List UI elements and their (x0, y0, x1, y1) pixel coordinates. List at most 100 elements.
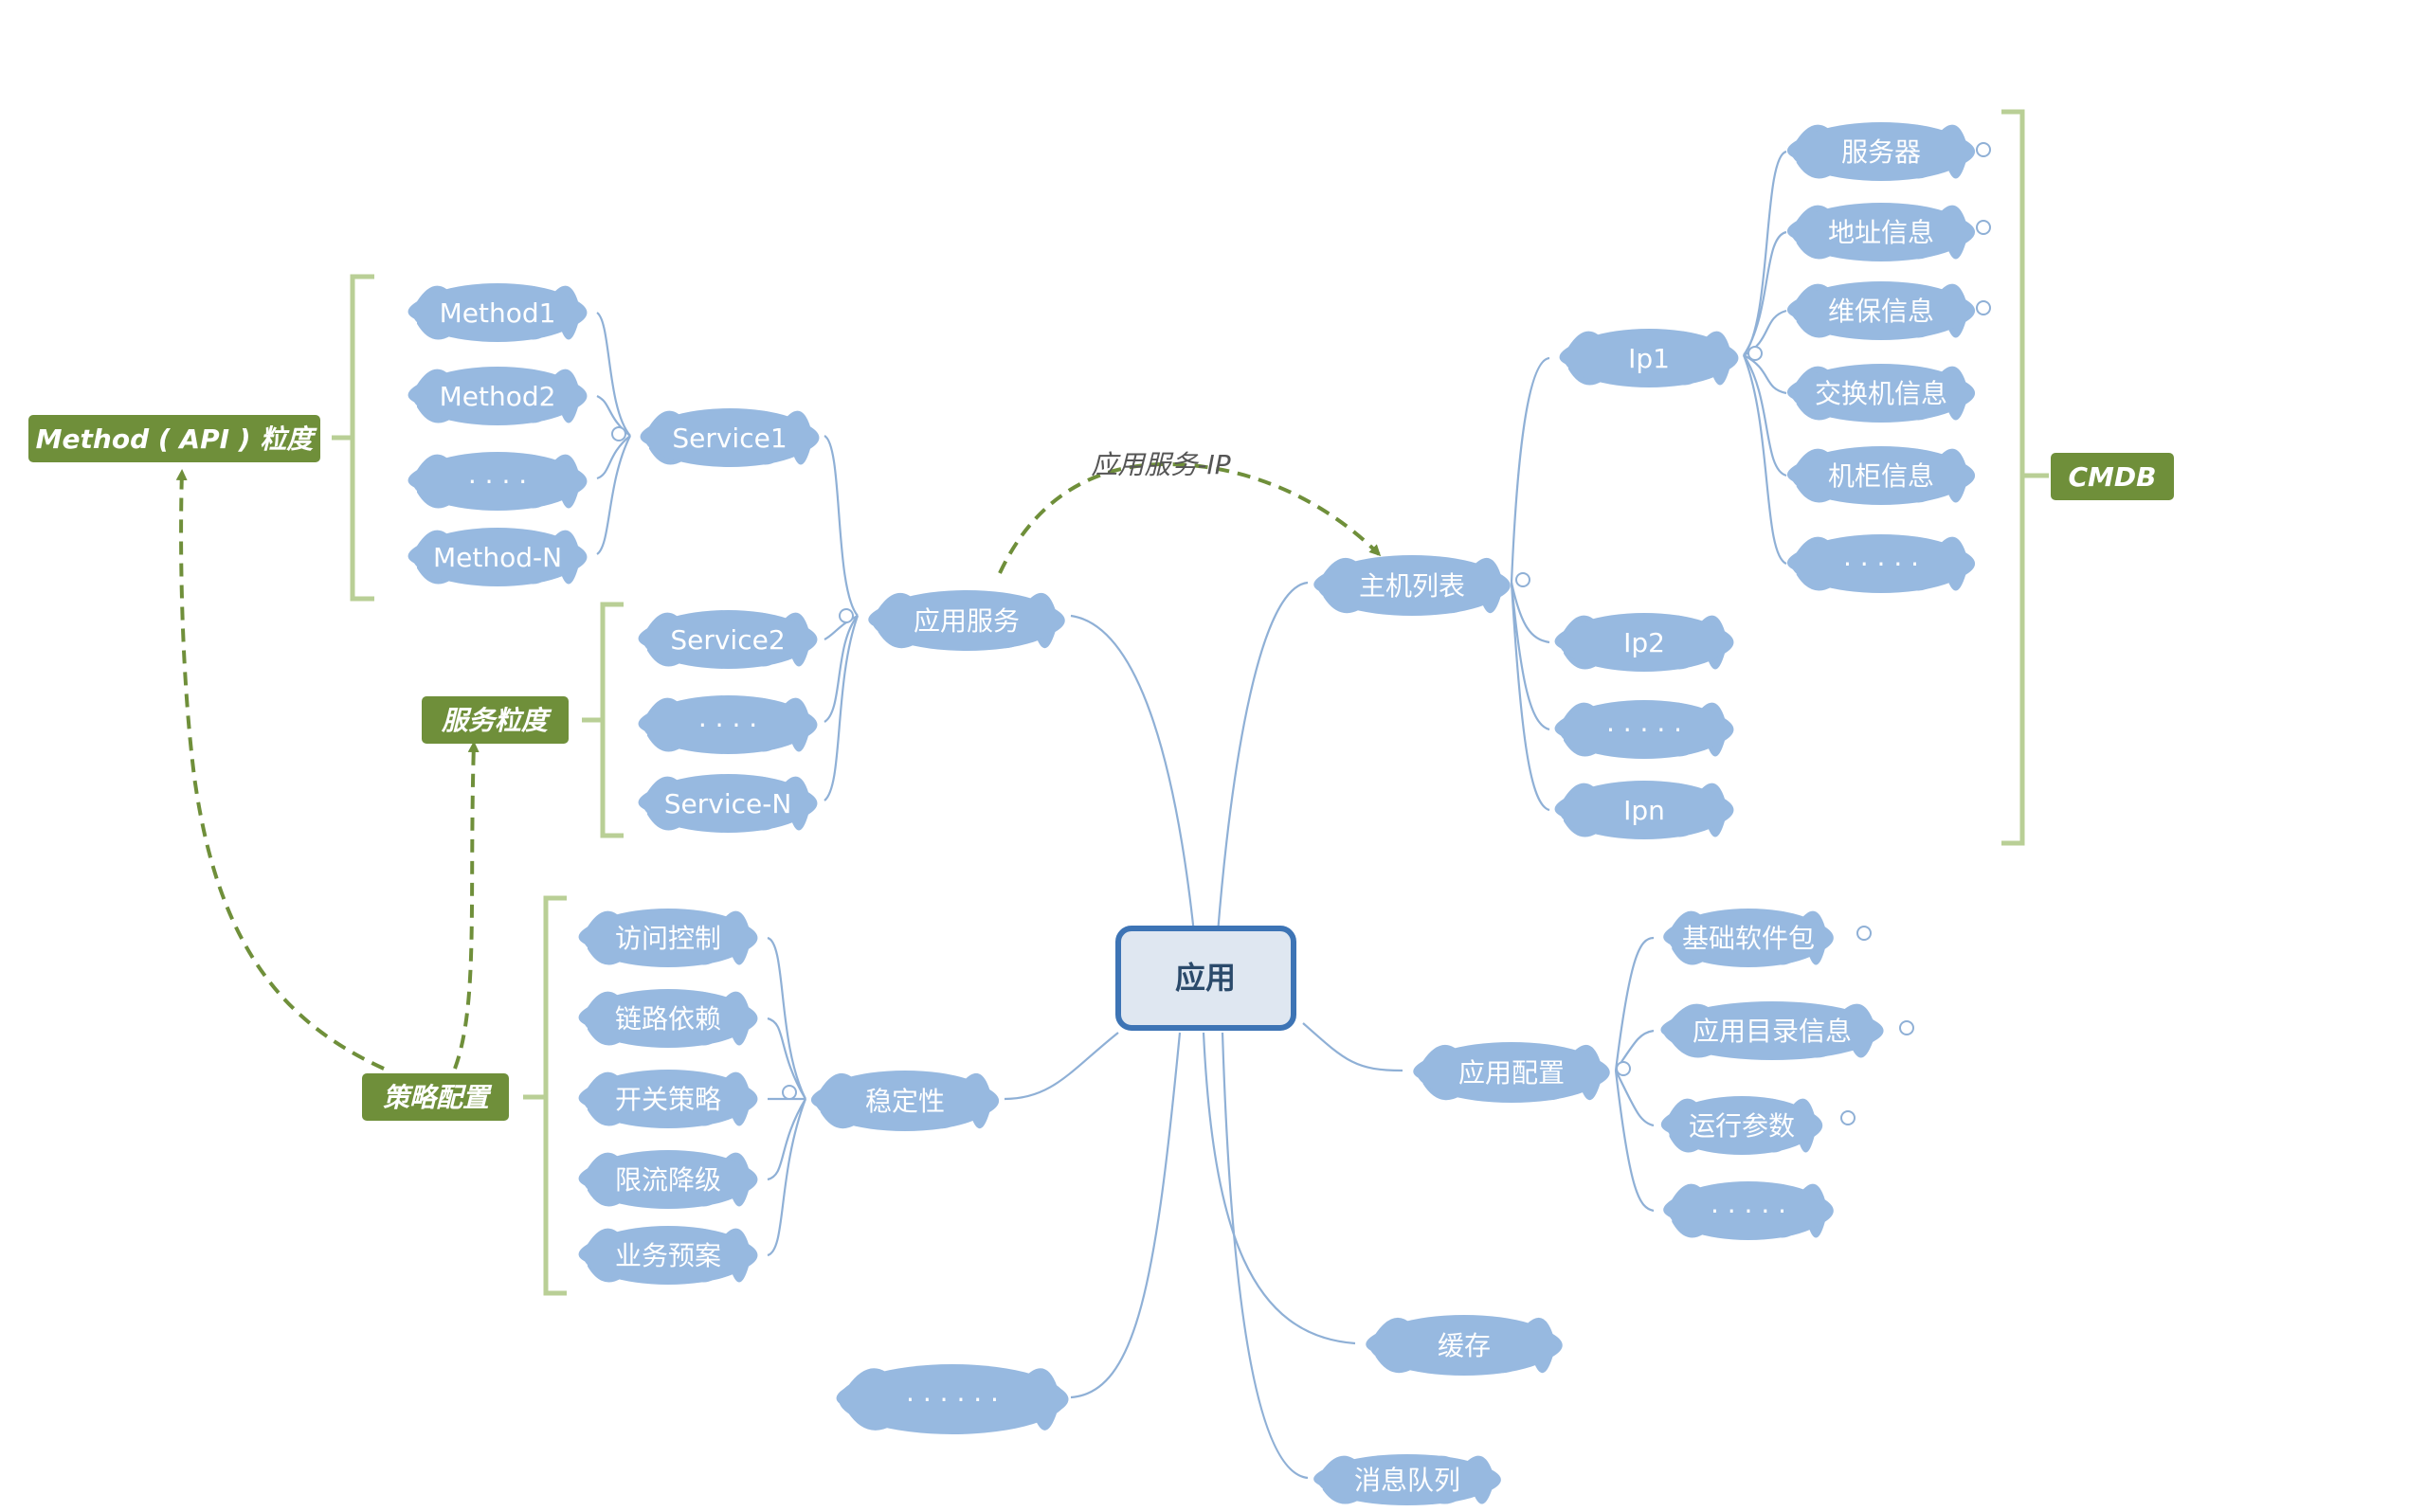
expand-icon[interactable] (1899, 1020, 1914, 1035)
node-method[interactable]: · · · · (407, 452, 588, 511)
node-host-list[interactable]: 主机列表 (1313, 555, 1511, 616)
node-ip1[interactable]: Ip1 (1559, 329, 1739, 387)
collapse-icon[interactable] (839, 608, 854, 623)
node-app-config-child[interactable]: 应用目录信息 (1660, 1001, 1884, 1060)
node-app-service[interactable]: 应用服务 (868, 590, 1065, 651)
tag-service-granularity[interactable]: 服务粒度 (422, 696, 569, 744)
cloud-body (412, 528, 583, 586)
expand-icon[interactable] (1856, 926, 1872, 941)
node-ip1-label: Ip1 (1628, 343, 1670, 374)
expand-icon[interactable] (1976, 142, 1991, 157)
collapse-icon[interactable] (782, 1085, 797, 1100)
cloud-body (1663, 1001, 1881, 1060)
node-more[interactable]: · · · · · · (836, 1364, 1069, 1434)
node-ip1-child-label: 维保信息 (1828, 296, 1934, 327)
arrow-service-ip (998, 461, 1382, 574)
node-ip1-child[interactable]: 维保信息 (1786, 281, 1976, 340)
cloud-body (412, 452, 583, 511)
dashed-arrows (175, 461, 1382, 1071)
arrow-to-method-api (175, 469, 385, 1071)
node-app-config-child-label: 应用目录信息 (1693, 1016, 1852, 1047)
node-ip1-child[interactable]: 地址信息 (1786, 203, 1976, 261)
node-ip1-child[interactable]: 交换机信息 (1786, 364, 1976, 423)
center-node[interactable]: 应用 (1115, 926, 1296, 1031)
connector-more (1070, 1032, 1182, 1399)
node-service-label: Service2 (670, 624, 785, 656)
cloud-body (1791, 281, 1971, 340)
node-stability-child-label: 业务预案 (615, 1240, 721, 1271)
connector-host-list (1216, 581, 1309, 934)
arrow-to-service-granularity (453, 741, 480, 1070)
cloud-body (1564, 329, 1734, 387)
node-ip1-child[interactable]: 服务器 (1786, 122, 1976, 181)
collapse-icon[interactable] (1747, 346, 1763, 361)
bracket-services (600, 602, 624, 838)
node-method-label: · · · · (468, 466, 527, 497)
node-ip1-child-label: 服务器 (1841, 136, 1921, 168)
node-stability-label: 稳定性 (865, 1086, 945, 1117)
cloud-body (643, 610, 813, 669)
expand-icon[interactable] (1976, 220, 1991, 235)
cloud-body (1791, 446, 1971, 505)
expand-icon[interactable] (1976, 300, 1991, 315)
node-ip[interactable]: Ipn (1554, 781, 1734, 839)
node-service[interactable]: · · · · (638, 695, 818, 754)
tag-strategy-config[interactable]: 策略配置 (362, 1073, 509, 1121)
tag-cmdb-label: CMDB (2069, 461, 2157, 493)
node-service-label: Service-N (664, 788, 792, 819)
bracket-cmdb (2001, 109, 2025, 846)
node-stability-child[interactable]: 访问控制 (578, 909, 758, 967)
node-app-config-child[interactable]: 运行参数 (1660, 1096, 1823, 1155)
node-app-config[interactable]: 应用配置 (1413, 1042, 1610, 1103)
node-stability-child[interactable]: 限流降级 (578, 1150, 758, 1209)
node-ip[interactable]: · · · · · (1554, 700, 1734, 759)
cloud-body (872, 590, 1061, 651)
brackets (332, 109, 2049, 1296)
node-method-label: Method-N (433, 542, 562, 573)
cloud-body (583, 989, 753, 1048)
cloud-body (1559, 613, 1729, 672)
cloud-body (1791, 534, 1971, 593)
node-service[interactable]: Service2 (638, 610, 818, 669)
node-method[interactable]: Method1 (407, 283, 588, 342)
node-stability-child[interactable]: 链路依赖 (578, 989, 758, 1048)
cloud-body (1791, 122, 1971, 181)
cloud-body (1417, 1042, 1606, 1103)
node-ip1-child[interactable]: · · · · · (1786, 534, 1976, 593)
node-app-config-child-label: 运行参数 (1689, 1110, 1795, 1142)
connector-stability (1004, 1032, 1119, 1101)
node-more-label: · · · · · · (906, 1384, 999, 1415)
node-method[interactable]: Method-N (407, 528, 588, 586)
node-method-label: Method1 (440, 297, 556, 329)
collapse-icon[interactable] (1616, 1061, 1631, 1076)
tag-cmdb[interactable]: CMDB (2051, 453, 2174, 500)
node-cache[interactable]: 缓存 (1366, 1315, 1563, 1376)
node-service1[interactable]: Service1 (640, 408, 820, 467)
node-stability-child[interactable]: 业务预案 (578, 1226, 758, 1285)
node-method[interactable]: Method2 (407, 367, 588, 425)
cloud-body (583, 1070, 753, 1128)
node-app-config-child[interactable]: 基础软件包 (1663, 909, 1834, 967)
tag-method-api-label: Method ( API ) 粒度 (36, 423, 318, 455)
tag-service-granularity-label: 服务粒度 (441, 705, 552, 736)
tag-method-api[interactable]: Method ( API ) 粒度 (28, 415, 320, 462)
node-host-list-label: 主机列表 (1359, 570, 1465, 602)
node-app-config-child[interactable]: · · · · · (1663, 1181, 1834, 1240)
node-ip1-child-label: 交换机信息 (1815, 378, 1947, 409)
node-stability-child[interactable]: 开关策略 (578, 1070, 758, 1128)
node-stability-child-label: 开关策略 (615, 1084, 721, 1115)
cloud-body (1559, 700, 1729, 759)
cloud-body (583, 909, 753, 967)
expand-icon[interactable] (1840, 1110, 1856, 1125)
node-ip[interactable]: Ip2 (1554, 613, 1734, 672)
node-message-queue[interactable]: 消息队列 (1313, 1454, 1501, 1505)
node-stability[interactable]: 稳定性 (810, 1071, 1000, 1131)
node-ip1-child[interactable]: 机柜信息 (1786, 446, 1976, 505)
cloud-body (1791, 203, 1971, 261)
connector-message-queue (1221, 1032, 1309, 1480)
collapse-icon[interactable] (611, 426, 626, 441)
node-stability-child-label: 访问控制 (615, 923, 721, 954)
collapse-icon[interactable] (1515, 572, 1530, 587)
node-service[interactable]: Service-N (638, 774, 818, 833)
